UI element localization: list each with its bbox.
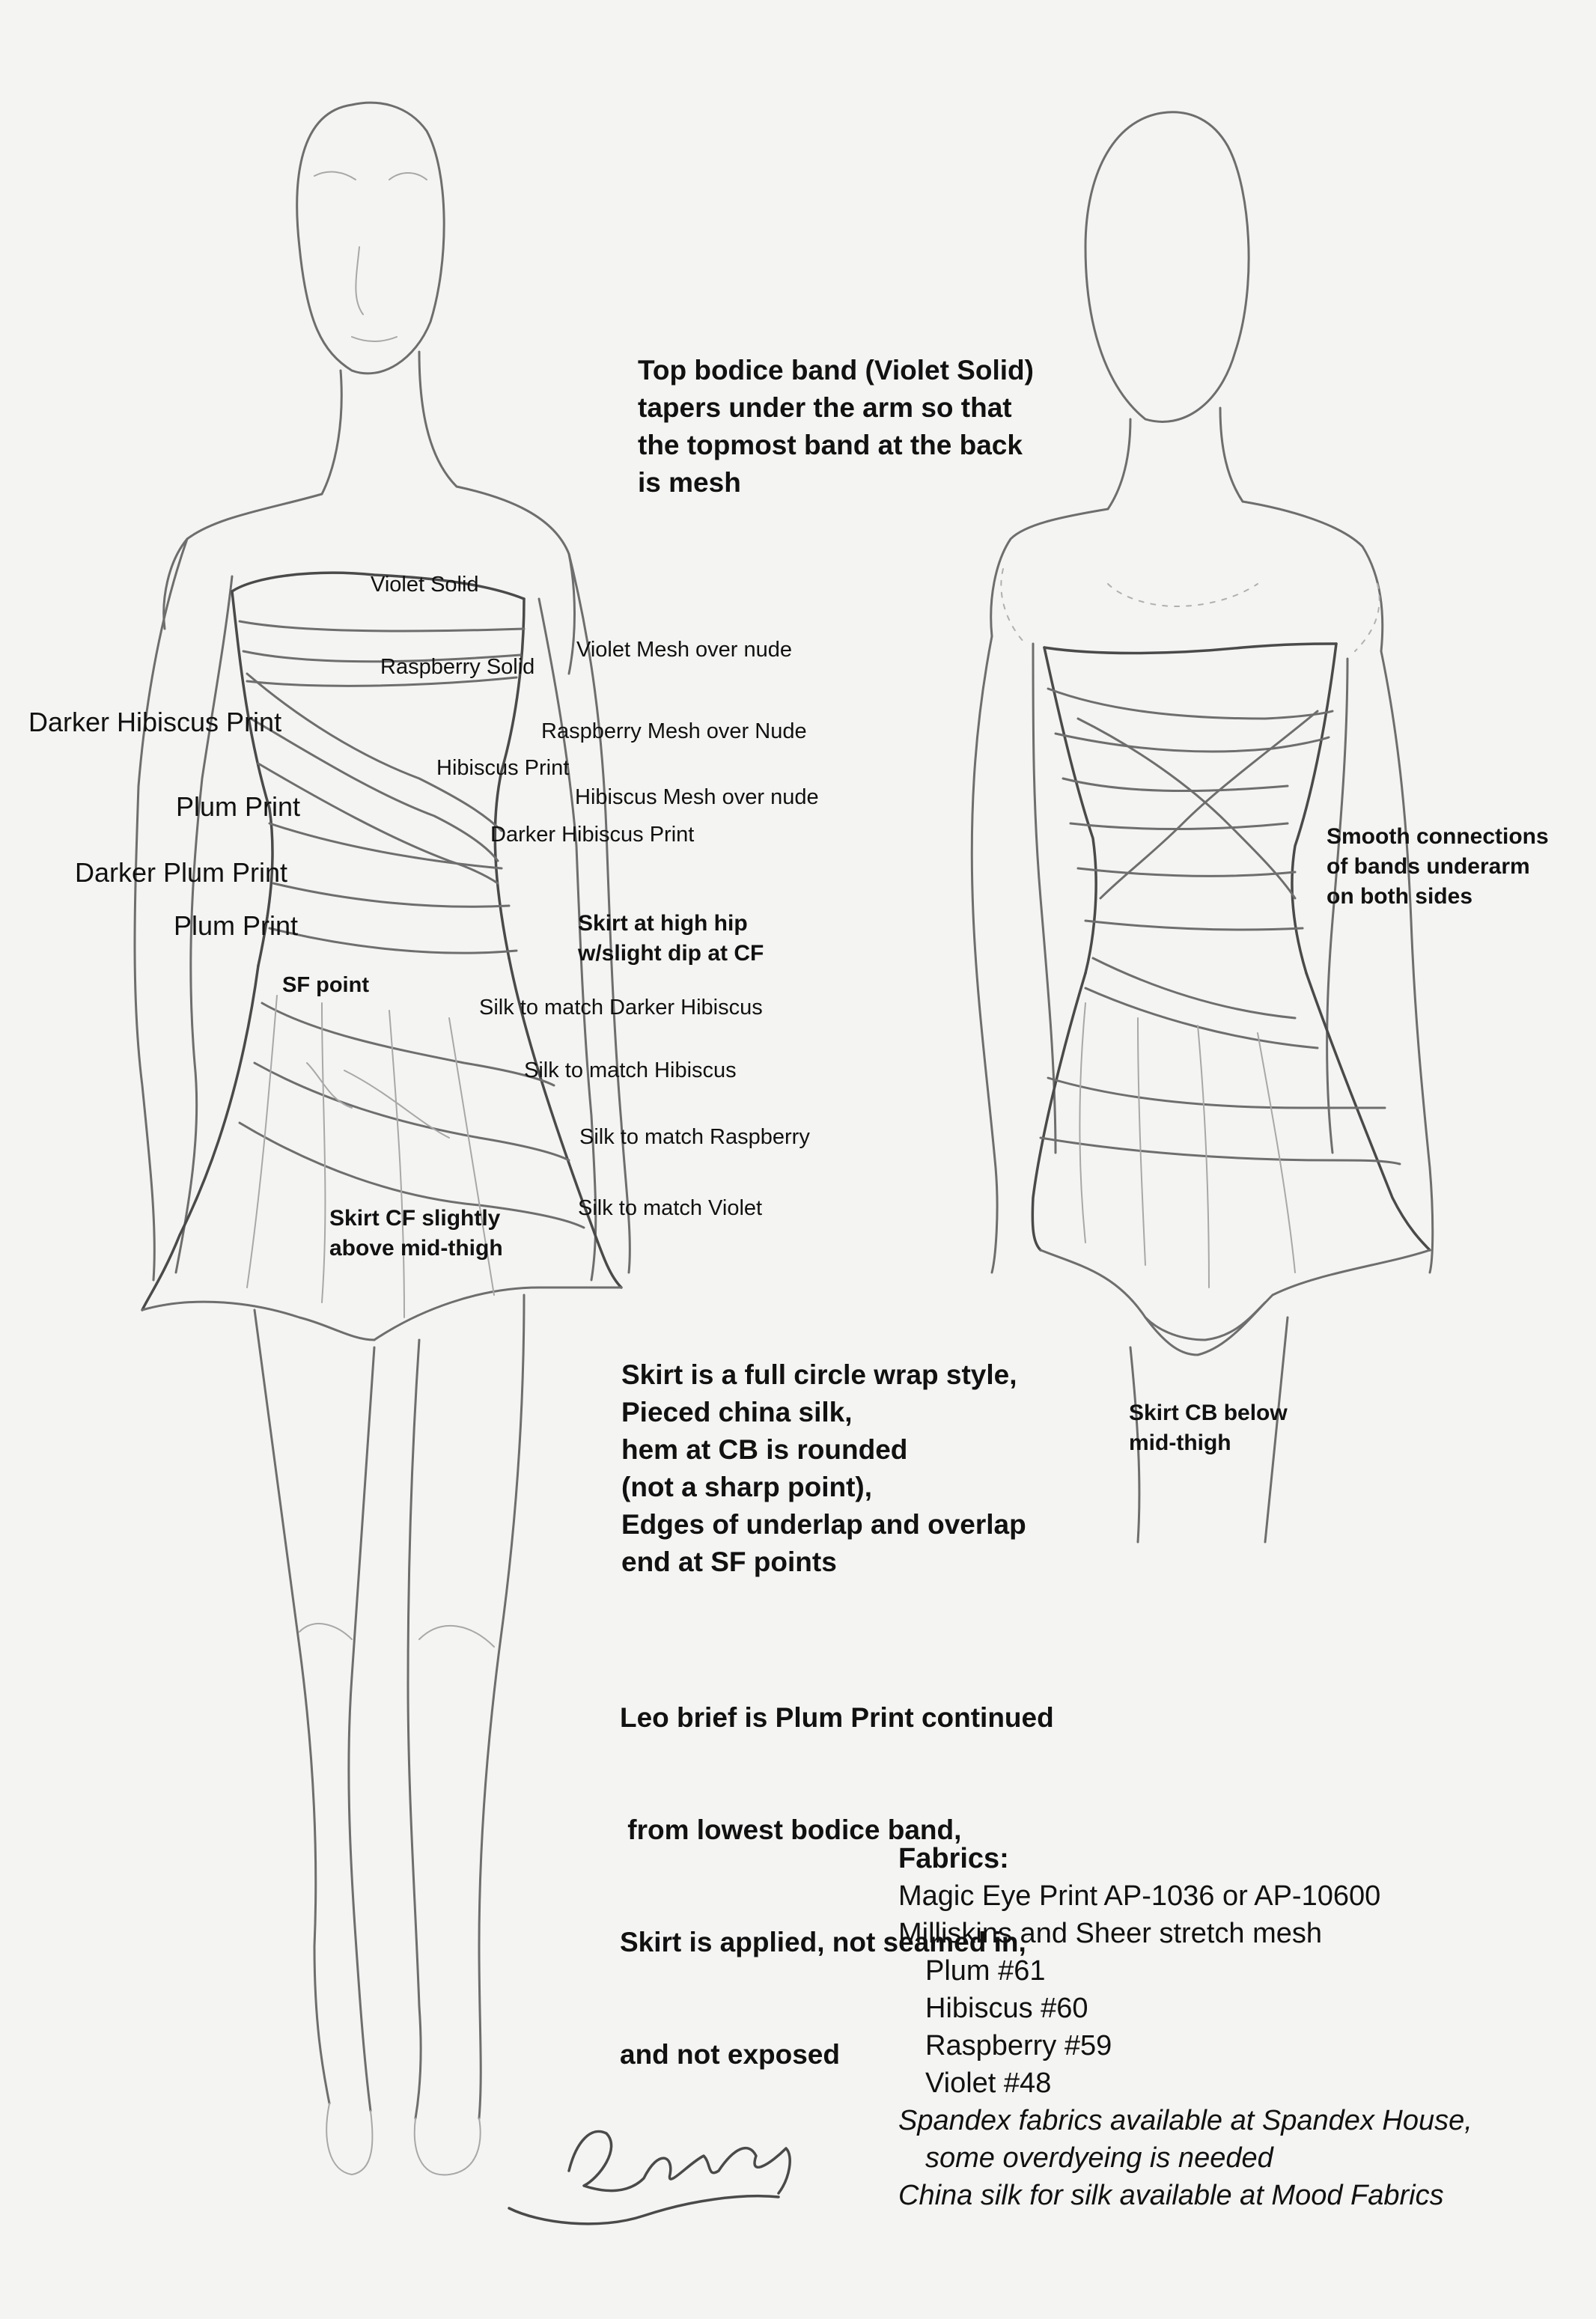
- note-line: Smooth connections: [1327, 824, 1549, 849]
- label-darker-hibiscus-print-inner: Darker Hibiscus Print: [490, 823, 695, 847]
- fabric-color: Hibiscus #60: [925, 1993, 1088, 2024]
- note-line: from lowest bodice band,: [620, 1814, 962, 1845]
- note-line: end at SF points: [621, 1546, 837, 1577]
- label-silk-violet: Silk to match Violet: [578, 1196, 763, 1220]
- label-violet-mesh: Violet Mesh over nude: [576, 638, 793, 662]
- note-line: Skirt is a full circle wrap style,: [621, 1359, 1017, 1390]
- note-line: Leo brief is Plum Print continued: [620, 1702, 1054, 1733]
- front-figure: [133, 101, 631, 2176]
- note-leo-brief: Leo brief is Plum Print continued from l…: [620, 1624, 1054, 2111]
- label-sf-point: SF point: [282, 973, 369, 997]
- fabrics-note: Spandex fabrics available at Spandex Hou…: [898, 2105, 1472, 2136]
- note-line: w/slight dip at CF: [578, 941, 764, 966]
- note-line: Top bodice band (Violet Solid): [638, 355, 1034, 386]
- note-skirt-high-hip: Skirt at high hip w/slight dip at CF: [578, 909, 764, 969]
- note-skirt-cb: Skirt CB below mid-thigh: [1129, 1398, 1288, 1458]
- note-line: Skirt at high hip: [578, 911, 748, 936]
- label-silk-darker-hibiscus: Silk to match Darker Hibiscus: [479, 996, 763, 1020]
- note-line: hem at CB is rounded: [621, 1434, 908, 1465]
- note-line: the topmost band at the back: [638, 430, 1023, 460]
- fabrics-line: Magic Eye Print AP-1036 or AP-10600: [898, 1880, 1381, 1912]
- fabric-color: Raspberry #59: [925, 2030, 1112, 2061]
- note-line: tapers under the arm so that: [638, 392, 1012, 423]
- note-line: is mesh: [638, 467, 741, 498]
- note-line: Pieced china silk,: [621, 1397, 853, 1427]
- note-line: on both sides: [1327, 884, 1472, 909]
- note-line: above mid-thigh: [329, 1236, 503, 1261]
- note-line: of bands underarm: [1327, 854, 1530, 879]
- note-line: (not a sharp point),: [621, 1472, 873, 1502]
- note-line: mid-thigh: [1129, 1430, 1231, 1455]
- note-line: and not exposed: [620, 2039, 840, 2070]
- fabrics-note: China silk for silk available at Mood Fa…: [898, 2180, 1444, 2211]
- note-skirt-style: Skirt is a full circle wrap style, Piece…: [621, 1356, 1026, 1581]
- label-hibiscus-print: Hibiscus Print: [436, 756, 570, 780]
- label-plum-print-1: Plum Print: [176, 791, 301, 822]
- fabric-color: Plum #61: [925, 1955, 1046, 1987]
- note-line: Skirt is applied, not seamed in,: [620, 1927, 1026, 1957]
- label-plum-print-2: Plum Print: [174, 910, 299, 941]
- note-skirt-cf: Skirt CF slightly above mid-thigh: [329, 1204, 503, 1264]
- fabrics-note: some overdyeing is needed: [925, 2142, 1273, 2174]
- back-figure: [970, 111, 1434, 1544]
- signature-mark: [508, 2130, 791, 2225]
- fabric-color: Violet #48: [925, 2067, 1052, 2099]
- note-line: Edges of underlap and overlap: [621, 1509, 1026, 1540]
- label-raspberry-solid: Raspberry Solid: [380, 655, 535, 679]
- label-hibiscus-mesh: Hibiscus Mesh over nude: [575, 785, 819, 809]
- label-violet-solid: Violet Solid: [371, 573, 479, 597]
- note-line: Skirt CB below: [1129, 1401, 1288, 1425]
- note-top-bodice: Top bodice band (Violet Solid) tapers un…: [638, 352, 1034, 502]
- label-darker-hibiscus-print-left: Darker Hibiscus Print: [28, 707, 282, 737]
- note-line: Skirt CF slightly: [329, 1206, 501, 1231]
- label-raspberry-mesh: Raspberry Mesh over Nude: [541, 719, 807, 743]
- label-darker-plum-print: Darker Plum Print: [75, 857, 288, 888]
- fabrics-line: Milliskins and Sheer stretch mesh: [898, 1918, 1322, 1949]
- note-smooth-connections: Smooth connections of bands underarm on …: [1327, 822, 1549, 912]
- fabrics-heading: Fabrics:: [898, 1843, 1009, 1874]
- fabrics-block: Fabrics: Magic Eye Print AP-1036 or AP-1…: [898, 1840, 1472, 2214]
- label-silk-raspberry: Silk to match Raspberry: [579, 1125, 810, 1149]
- label-silk-hibiscus: Silk to match Hibiscus: [524, 1058, 737, 1082]
